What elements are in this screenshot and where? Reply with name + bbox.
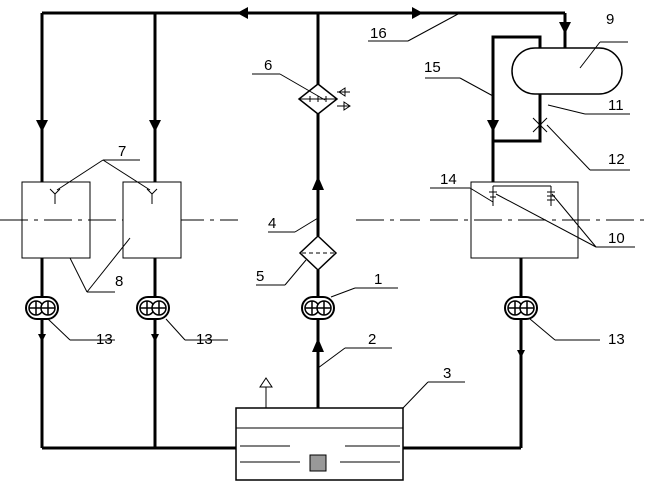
bypass-line — [493, 94, 540, 141]
reservoir-feed-arrow — [559, 22, 571, 34]
header-arrow-right — [412, 7, 423, 19]
return-pump-a — [26, 297, 58, 319]
return-pump-b — [137, 297, 169, 319]
label-4: 4 — [268, 215, 276, 232]
oil-filter — [300, 236, 336, 270]
label-16: 16 — [370, 25, 387, 42]
label-7: 7 — [118, 143, 126, 160]
label-6: 6 — [264, 57, 272, 74]
tank-vent-arrow — [260, 378, 272, 387]
label-13-left: 13 — [96, 331, 113, 348]
header-arrow-left — [237, 7, 248, 19]
label-13-middle: 13 — [196, 331, 213, 348]
label-12: 12 — [608, 151, 625, 168]
branch-a-return-arrow — [38, 334, 46, 342]
branch-b-return-arrow — [151, 334, 159, 342]
outlet-flow-arrow — [487, 120, 499, 132]
supply-flow-arrow-upper — [312, 176, 324, 190]
label-1: 1 — [374, 271, 382, 288]
label-11: 11 — [608, 97, 624, 114]
suction-strainer — [310, 455, 326, 471]
label-10: 10 — [608, 230, 625, 247]
return-pump-14 — [505, 297, 537, 319]
branch-b-flow-arrow — [149, 120, 161, 132]
gravity-reservoir — [512, 48, 622, 94]
main-pump — [302, 297, 334, 319]
oil-cooler — [299, 84, 350, 114]
suction-flow-arrow — [312, 338, 324, 352]
label-8: 8 — [115, 273, 123, 290]
branch-14-return-arrow — [517, 350, 525, 358]
label-5: 5 — [256, 268, 264, 285]
label-2: 2 — [368, 331, 376, 348]
label-3: 3 — [443, 365, 451, 382]
branch-a-flow-arrow — [36, 120, 48, 132]
label-13-right: 13 — [608, 331, 625, 348]
label-14: 14 — [440, 171, 457, 188]
label-9: 9 — [606, 11, 614, 28]
label-15: 15 — [424, 59, 441, 76]
